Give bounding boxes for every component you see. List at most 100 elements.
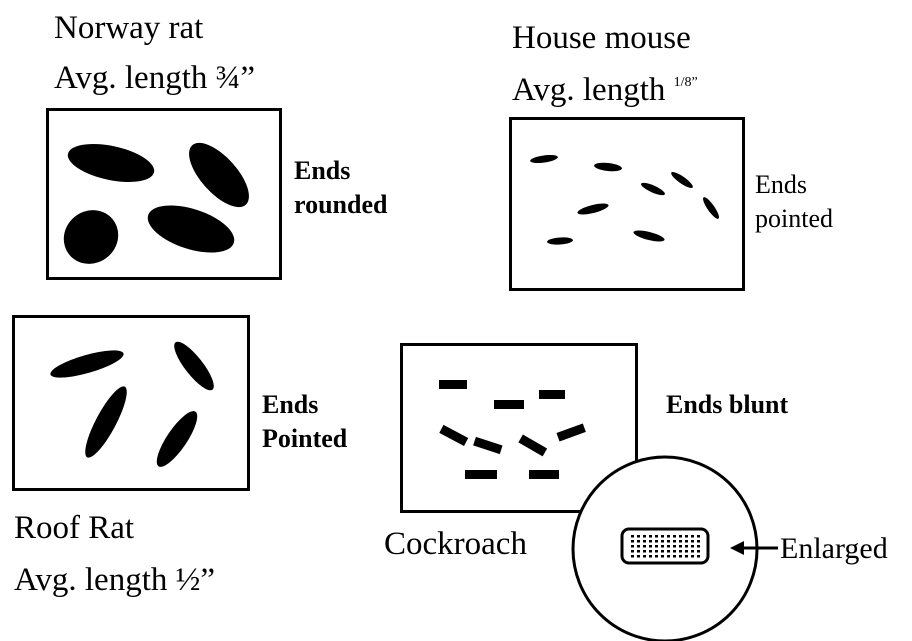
texture-dot bbox=[643, 550, 646, 553]
roof-rat-dropping bbox=[174, 341, 214, 391]
texture-dot bbox=[685, 535, 688, 538]
texture-dot bbox=[637, 540, 640, 543]
roof-rat-dropping bbox=[85, 386, 127, 458]
texture-dot bbox=[643, 540, 646, 543]
texture-dot bbox=[667, 540, 670, 543]
texture-dot bbox=[697, 540, 700, 543]
house-mouse-length-prefix: Avg. length bbox=[512, 72, 674, 108]
cockroach-dropping bbox=[439, 424, 469, 446]
texture-dot bbox=[637, 555, 640, 558]
texture-dot bbox=[661, 545, 664, 548]
house-mouse-dropping bbox=[577, 203, 609, 215]
texture-dot bbox=[661, 540, 664, 543]
arrow-left-icon bbox=[730, 541, 778, 555]
cockroach-dropping bbox=[465, 470, 497, 479]
texture-dot bbox=[649, 540, 652, 543]
texture-dot bbox=[691, 550, 694, 553]
texture-dot bbox=[631, 535, 634, 538]
texture-dot bbox=[637, 550, 640, 553]
cockroach-dropping bbox=[494, 400, 524, 409]
norway-rat-description-line1: Ends bbox=[294, 156, 351, 185]
cockroach-dropping bbox=[518, 434, 548, 457]
texture-dot bbox=[697, 555, 700, 558]
texture-dot bbox=[631, 550, 634, 553]
norway-rat-droppings-box bbox=[46, 108, 282, 280]
roof-rat-dropping bbox=[50, 350, 124, 378]
cockroach-dropping bbox=[529, 470, 559, 479]
texture-dot bbox=[637, 535, 640, 538]
texture-dot bbox=[673, 545, 676, 548]
texture-dot bbox=[667, 545, 670, 548]
roof-rat-length-value: ½” bbox=[175, 562, 216, 598]
texture-dot bbox=[655, 545, 658, 548]
house-mouse-droppings-box bbox=[509, 117, 745, 291]
cockroach-dropping bbox=[439, 380, 467, 389]
texture-dot bbox=[673, 540, 676, 543]
roof-rat-title: Roof Rat bbox=[14, 510, 135, 546]
texture-dot bbox=[649, 550, 652, 553]
texture-dot bbox=[679, 535, 682, 538]
enlarged-dropping bbox=[620, 527, 710, 565]
house-mouse-dropping bbox=[633, 230, 665, 242]
texture-dot bbox=[679, 555, 682, 558]
texture-dot bbox=[679, 540, 682, 543]
texture-dot bbox=[679, 545, 682, 548]
roof-rat-description-line1: Ends bbox=[262, 390, 319, 419]
house-mouse-dropping bbox=[530, 155, 558, 163]
texture-dot bbox=[631, 555, 634, 558]
cockroach-droppings-drawing bbox=[439, 380, 586, 479]
texture-dot bbox=[649, 555, 652, 558]
texture-dot bbox=[679, 550, 682, 553]
house-mouse-length: Avg. length 1/8” bbox=[512, 74, 698, 107]
texture-dot bbox=[655, 540, 658, 543]
cockroach-dropping bbox=[556, 423, 586, 442]
house-mouse-length-value: 1/8” bbox=[673, 75, 698, 90]
cockroach-description: Ends blunt bbox=[666, 390, 789, 419]
texture-dot bbox=[649, 545, 652, 548]
roof-rat-description: Ends Pointed bbox=[262, 388, 347, 456]
house-mouse-dropping bbox=[594, 162, 622, 172]
texture-dot bbox=[685, 555, 688, 558]
house-mouse-dropping bbox=[703, 197, 719, 219]
cockroach-dropping bbox=[473, 436, 503, 455]
texture-dot bbox=[655, 550, 658, 553]
roof-rat-droppings-box bbox=[12, 315, 250, 491]
texture-dot bbox=[631, 545, 634, 548]
texture-dot bbox=[667, 550, 670, 553]
house-mouse-dropping bbox=[641, 182, 665, 196]
norway-rat-length: Avg. length ¾” bbox=[54, 62, 255, 95]
texture-dot bbox=[643, 555, 646, 558]
texture-dot bbox=[631, 540, 634, 543]
house-mouse-description-line2: pointed bbox=[755, 203, 833, 233]
roof-rat-description-line2: Pointed bbox=[262, 423, 348, 453]
norway-rat-droppings-drawing bbox=[63, 142, 249, 264]
norway-rat-length-prefix: Avg. length bbox=[54, 60, 216, 96]
texture-dot bbox=[691, 555, 694, 558]
texture-dot bbox=[697, 550, 700, 553]
texture-dot bbox=[637, 545, 640, 548]
house-mouse-droppings-drawing bbox=[530, 155, 719, 245]
texture-dot bbox=[661, 550, 664, 553]
norway-rat-description-line2: rounded bbox=[294, 189, 388, 219]
texture-dot bbox=[667, 555, 670, 558]
texture-dot bbox=[691, 545, 694, 548]
texture-dot bbox=[667, 535, 670, 538]
norway-rat-length-value: ¾” bbox=[215, 60, 256, 96]
house-mouse-dropping bbox=[547, 237, 573, 245]
texture-dot bbox=[643, 535, 646, 538]
norway-rat-dropping bbox=[67, 144, 155, 182]
texture-dot bbox=[655, 555, 658, 558]
texture-dot bbox=[661, 535, 664, 538]
house-mouse-dropping bbox=[671, 172, 693, 188]
texture-dot bbox=[685, 545, 688, 548]
roof-rat-dropping bbox=[156, 411, 198, 467]
house-mouse-description: Ends pointed bbox=[755, 168, 833, 236]
texture-dot bbox=[685, 550, 688, 553]
norway-rat-dropping bbox=[189, 142, 249, 208]
cockroach-dropping bbox=[539, 390, 565, 399]
norway-rat-description: Ends rounded bbox=[294, 154, 387, 222]
texture-dot bbox=[673, 555, 676, 558]
texture-dot bbox=[691, 540, 694, 543]
texture-dot bbox=[649, 535, 652, 538]
texture-dot bbox=[697, 545, 700, 548]
